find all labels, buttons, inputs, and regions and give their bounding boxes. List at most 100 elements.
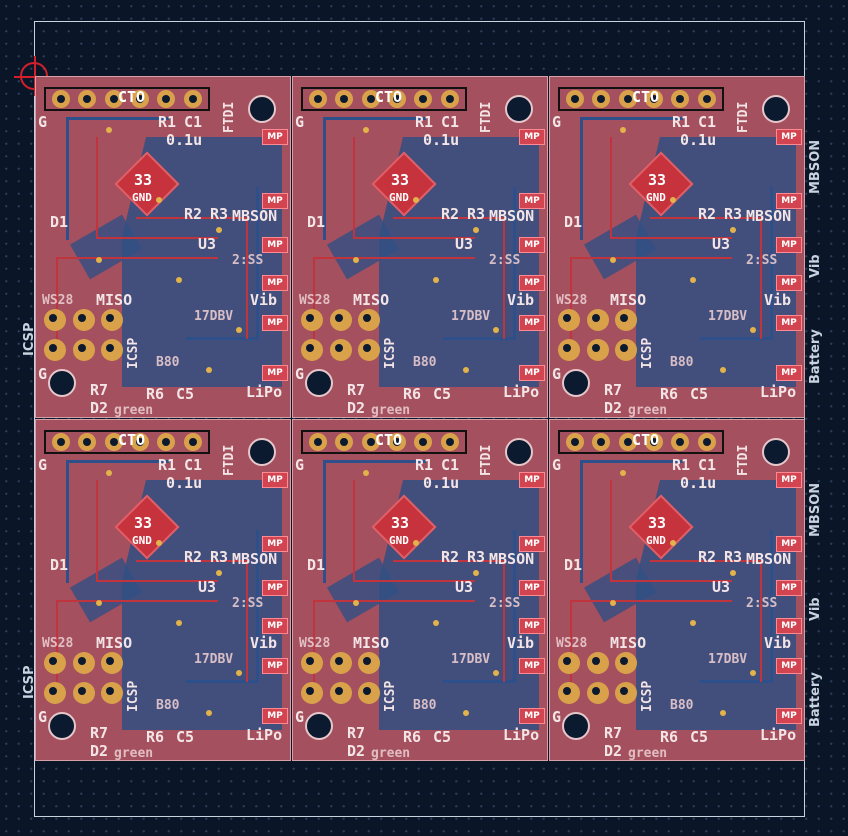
mp-pad[interactable]: MP: [262, 536, 288, 552]
mp-pad[interactable]: MP: [776, 618, 802, 634]
mp-pad[interactable]: MP: [776, 129, 802, 145]
back-trace: [700, 187, 773, 340]
icsp-side-label: ICSP: [22, 322, 37, 356]
mp-pad[interactable]: MP: [262, 708, 288, 724]
header-pin: [104, 90, 123, 108]
mp-pad[interactable]: MP: [776, 536, 802, 552]
mp-pad[interactable]: MP: [776, 275, 802, 291]
mp-pad[interactable]: MP: [519, 472, 545, 488]
mp-pad[interactable]: MP: [519, 365, 545, 381]
mp-pad[interactable]: MP: [262, 658, 288, 674]
mp-pad[interactable]: MP: [519, 275, 545, 291]
icsp-pin: [615, 652, 638, 674]
header-pin: [671, 90, 690, 108]
ftdi-header[interactable]: [44, 430, 210, 454]
green-label: green: [114, 746, 154, 761]
icsp-header[interactable]: [44, 652, 126, 708]
r7-label: R7: [347, 381, 366, 399]
via: [463, 710, 469, 716]
bat-value: 2:SS: [746, 253, 778, 268]
pcb-board[interactable]: CTO FTDI R1 C1 0.1u 33 GND R2 R3 MBSON D…: [292, 419, 548, 761]
d1-label: D1: [50, 213, 69, 231]
mp-pad[interactable]: MP: [262, 315, 288, 331]
mp-pad[interactable]: MP: [519, 708, 545, 724]
vib-label: Vib: [250, 291, 278, 309]
mp-pad[interactable]: MP: [262, 129, 288, 145]
r1-label: R1: [415, 456, 434, 474]
mp-pad[interactable]: MP: [776, 237, 802, 253]
header-pin: [440, 90, 459, 108]
icsp-side-label: ICSP: [22, 665, 37, 699]
mp-pad[interactable]: MP: [519, 536, 545, 552]
via: [106, 127, 112, 133]
d1-label: D1: [307, 213, 326, 231]
pcb-board[interactable]: CTO FTDI R1 C1 0.1u 33 GND R2 R3 MBSON D…: [35, 419, 291, 761]
icsp-pin: [558, 682, 580, 704]
icsp-pin: [615, 309, 638, 331]
pcb-board[interactable]: CTO FTDI R1 C1 0.1u 33 GND R2 R3 MBSON D…: [292, 76, 548, 418]
mp-pad[interactable]: MP: [519, 658, 545, 674]
mbson-side-label: MBSON: [808, 139, 823, 194]
ftdi-label: FTDI: [222, 444, 237, 476]
ftdi-header[interactable]: [44, 87, 210, 111]
mp-pad[interactable]: MP: [776, 365, 802, 381]
icsp-pin: [358, 682, 381, 704]
header-text: CTO: [118, 88, 146, 106]
mp-pad[interactable]: MP: [262, 365, 288, 381]
mp-pad[interactable]: MP: [776, 580, 802, 596]
pcb-board[interactable]: CTO FTDI R1 C1 0.1u 33 GND R2 R3 MBSON D…: [549, 419, 805, 761]
mp-pad[interactable]: MP: [262, 193, 288, 209]
mp-pad[interactable]: MP: [262, 275, 288, 291]
via: [730, 227, 736, 233]
chip-label: 33: [391, 514, 410, 532]
b80-label: B80: [156, 355, 180, 370]
mp-pad[interactable]: MP: [776, 472, 802, 488]
icsp-pin: [586, 682, 609, 704]
via: [413, 540, 419, 546]
lipo-label: LiPo: [503, 726, 540, 744]
icsp-header[interactable]: [558, 652, 640, 708]
icsp-header[interactable]: [301, 652, 383, 708]
ws-label: WS28: [556, 636, 588, 651]
front-trace: [96, 480, 218, 582]
via: [176, 277, 182, 283]
r2-label: R2: [698, 548, 717, 566]
mp-pad[interactable]: MP: [519, 315, 545, 331]
mp-pad[interactable]: MP: [519, 193, 545, 209]
mp-pad[interactable]: MP: [262, 237, 288, 253]
ftdi-header[interactable]: [558, 430, 724, 454]
c1-label: C1: [184, 456, 203, 474]
icsp-header[interactable]: [301, 309, 383, 365]
mp-pad[interactable]: MP: [776, 315, 802, 331]
r2-label: R2: [441, 548, 460, 566]
back-trace: [443, 530, 516, 683]
ftdi-header[interactable]: [558, 87, 724, 111]
mp-pad[interactable]: MP: [262, 580, 288, 596]
g-label: G: [295, 365, 305, 383]
g-label: G: [295, 708, 305, 726]
mounting-hole: [305, 712, 333, 740]
mp-pad[interactable]: MP: [262, 472, 288, 488]
header-pin: [52, 90, 71, 108]
pcb-board[interactable]: CTO FTDI R1 C1 0.1u 33 GND R2 R3 MBSON D…: [549, 76, 805, 418]
icsp-pin: [615, 682, 638, 704]
mp-pad[interactable]: MP: [776, 708, 802, 724]
gnd-label: GND: [389, 191, 409, 204]
bat-value: 2:SS: [232, 253, 264, 268]
mp-pad[interactable]: MP: [776, 658, 802, 674]
mbson-label: MBSON: [746, 207, 792, 225]
ftdi-header[interactable]: [301, 430, 467, 454]
mp-pad[interactable]: MP: [519, 237, 545, 253]
icsp-header[interactable]: [44, 309, 126, 365]
mp-pad[interactable]: MP: [519, 580, 545, 596]
mp-pad[interactable]: MP: [519, 618, 545, 634]
ftdi-header[interactable]: [301, 87, 467, 111]
mp-pad[interactable]: MP: [519, 129, 545, 145]
lipo-label: LiPo: [246, 383, 283, 401]
icsp-header[interactable]: [558, 309, 640, 365]
mp-pad[interactable]: MP: [776, 193, 802, 209]
pcb-board[interactable]: CTO FTDI R1 C1 0.1u 33 GND R2 R3 MBSON D…: [35, 76, 291, 418]
mp-pad[interactable]: MP: [262, 618, 288, 634]
miso-label: MISO: [353, 634, 390, 652]
mbson-label: MBSON: [232, 550, 278, 568]
